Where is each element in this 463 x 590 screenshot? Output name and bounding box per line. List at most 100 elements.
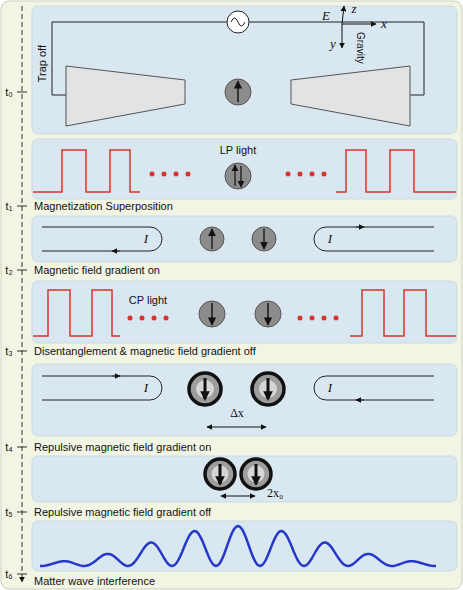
panel: [32, 521, 457, 571]
magnet-sphere: [225, 79, 251, 105]
step-caption: Disentanglement & magnetic field gradien…: [34, 345, 256, 357]
step-caption: Magnetization Superposition: [34, 200, 173, 212]
axis-label: z: [351, 2, 356, 16]
magnet-sphere: [200, 227, 224, 251]
magnet-sphere: [199, 301, 281, 327]
light-dots: [186, 172, 191, 177]
superposition-sphere: [240, 166, 241, 187]
coil: [356, 227, 364, 228]
coil: [42, 376, 434, 400]
light-dots: [128, 316, 339, 321]
light-pulses: [33, 150, 140, 192]
timeline: [17, 512, 27, 513]
distance-label: Δx: [230, 407, 244, 420]
coil: [314, 227, 434, 251]
time-label: t₆: [5, 568, 13, 580]
step-panel: LP light: [32, 139, 457, 199]
panel: [32, 6, 457, 571]
step-caption: Magnetic field gradient on: [34, 264, 160, 276]
trap-circuit: [227, 11, 249, 33]
magnet-sphere: [199, 301, 225, 327]
step-panel: Trap off: [32, 6, 457, 134]
axes: [342, 6, 344, 24]
disentangled-sphere: [189, 373, 284, 405]
axis-label: Gravity: [355, 32, 366, 64]
light-dots: [162, 172, 167, 177]
trap-circuit: [52, 11, 424, 126]
light-pulses: [336, 150, 456, 192]
timeline: [17, 206, 27, 207]
light-dots: [298, 172, 303, 177]
distance-arrow: [221, 496, 255, 497]
superposition-sphere: [234, 165, 235, 186]
superposition-sphere: [225, 163, 251, 189]
distance-arrow: [207, 427, 266, 428]
disentangled-sphere: [205, 459, 271, 489]
timeline: [17, 447, 27, 448]
light-pulses: [350, 290, 456, 336]
light-dots: [152, 316, 157, 321]
magnet-sphere: [255, 301, 281, 327]
time-label: t₁: [6, 200, 13, 212]
timeline: [17, 270, 27, 271]
step-panel: I I Δx: [32, 364, 457, 436]
timeline: [17, 351, 27, 352]
light-dots: [322, 172, 327, 177]
light-dots: [174, 172, 179, 177]
trap-circuit: [66, 66, 185, 126]
disentangled-sphere: [189, 373, 221, 405]
disentangled-sphere: [255, 464, 258, 484]
coil: [42, 376, 162, 400]
light-dots: [310, 172, 315, 177]
step-caption: Repulsive magnetic field gradient on: [34, 441, 211, 453]
magnet-sphere: [263, 229, 264, 249]
magnet-sphere: [211, 303, 212, 325]
step-panel: 2x₀: [32, 456, 457, 502]
light-pulses: [33, 150, 456, 192]
light-pulses: [33, 290, 456, 336]
light-dots: [128, 316, 133, 321]
step-panel: II: [32, 216, 457, 262]
disentangled-sphere: [252, 373, 284, 405]
timeline: [17, 92, 27, 93]
light-dots: [322, 316, 327, 321]
step-caption: Repulsive magnetic field gradient off: [34, 506, 211, 518]
panel: [32, 139, 457, 199]
light-dots: [150, 172, 155, 177]
trap-circuit: [291, 66, 410, 126]
light-dots: [286, 172, 291, 177]
disentangled-sphere: [205, 459, 235, 489]
panel: [32, 281, 457, 343]
light-dots: [140, 316, 145, 321]
current-label: I: [328, 381, 332, 395]
timeline: [17, 574, 27, 575]
magnet-sphere: [200, 227, 276, 251]
axis-label: x: [381, 17, 387, 31]
coil: [314, 376, 434, 400]
panel-label: Trap off: [36, 45, 48, 82]
axes: [342, 24, 376, 25]
time-label: t₄: [5, 441, 13, 453]
panel: [32, 216, 457, 262]
coil: [112, 376, 120, 377]
light-pulses: [33, 290, 120, 336]
coil: [42, 227, 162, 251]
disentangled-sphere: [204, 378, 207, 399]
axis-label: E: [322, 9, 330, 23]
superposition-sphere: [225, 163, 251, 189]
timeline: [17, 6, 27, 582]
step-caption: Matter wave interference: [34, 575, 155, 587]
panel: [32, 6, 457, 134]
light-dots: [310, 316, 315, 321]
distance-label: 2x₀: [267, 487, 283, 500]
coil: [356, 400, 364, 401]
interference-curve: [40, 526, 436, 566]
current-label: I: [328, 232, 332, 246]
axes: [342, 24, 343, 48]
time-label: t₃: [5, 345, 13, 357]
trap-circuit: [231, 18, 245, 26]
current-label: I: [144, 381, 148, 395]
